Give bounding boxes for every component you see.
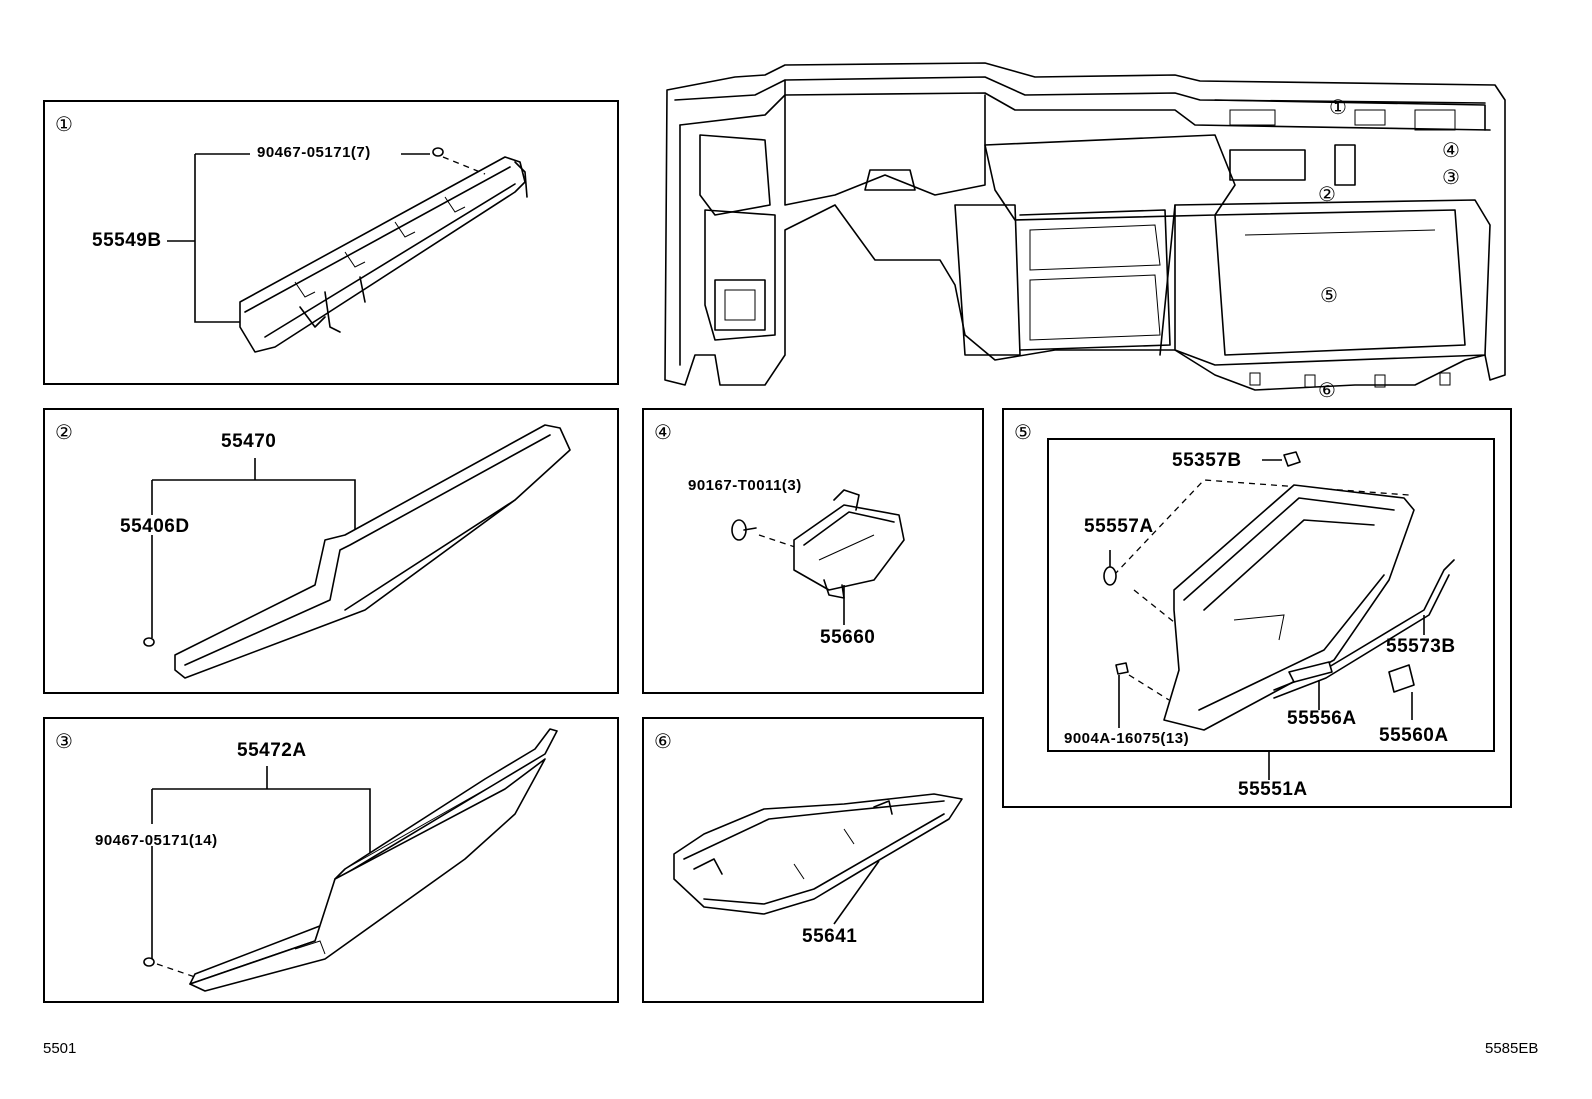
panel-4-label-b: 55660	[820, 627, 876, 648]
panel-5-label-a: 55357B	[1172, 450, 1242, 471]
panel-6-label-a: 55641	[802, 926, 858, 947]
panel-5-label-b: 55557A	[1084, 516, 1154, 537]
glovebox-subassembly-box	[1047, 438, 1495, 752]
panel-5-label-g: 55551A	[1238, 779, 1308, 800]
panel-1-label-b: 55549B	[92, 230, 162, 251]
footer-left-code: 5501	[43, 1040, 77, 1057]
panel-3-marker: ③	[55, 729, 73, 753]
panel-2-label-b: 55406D	[120, 516, 190, 537]
overview-marker-5: ⑤	[1320, 283, 1338, 307]
panel-2-drawing	[143, 424, 571, 679]
panel-3-label-b: 90467-05171(14)	[95, 832, 218, 849]
overview-marker-6: ⑥	[1318, 378, 1336, 402]
panel-6-marker: ⑥	[654, 729, 672, 753]
panel-5: ⑤ 55357B 55557A 55573B 55556	[1002, 408, 1512, 808]
panel-2-marker: ②	[55, 420, 73, 444]
overview-marker-3: ③	[1442, 165, 1460, 189]
panel-6-drawing	[673, 793, 963, 925]
panel-3: ③ 55472A 90467-05171(14)	[43, 717, 619, 1003]
panel-1-label-a: 90467-05171(7)	[257, 144, 371, 161]
panel-4-drawing	[731, 489, 905, 625]
panel-2-label-a: 55470	[221, 431, 277, 452]
panel-1-marker: ①	[55, 112, 73, 136]
panel-5-label-d: 55556A	[1287, 708, 1357, 729]
panel-1-drawing	[167, 147, 528, 353]
panel-2: ② 55470 55406D	[43, 408, 619, 694]
panel-4-label-a: 90167-T0011(3)	[688, 477, 802, 494]
overview-marker-2: ②	[1318, 182, 1336, 206]
panel-5-label-e: 55560A	[1379, 725, 1449, 746]
panel-3-drawing	[143, 728, 558, 992]
footer-right-code: 5585EB	[1485, 1040, 1539, 1057]
panel-5-label-c: 55573B	[1386, 636, 1456, 657]
panel-5-marker: ⑤	[1014, 420, 1032, 444]
panel-6: ⑥ 55641	[642, 717, 984, 1003]
panel-5-label-f: 9004A-16075(13)	[1064, 730, 1190, 747]
panel-1: ① 90467-05171(7) 55549B	[43, 100, 619, 385]
panel-4-marker: ④	[654, 420, 672, 444]
overview-drawing	[664, 62, 1506, 391]
panel-3-label-a: 55472A	[237, 740, 307, 761]
overview-marker-1: ①	[1329, 95, 1347, 119]
panel-5-drawing	[1103, 451, 1455, 780]
instrument-panel-overview: ① ② ③ ④ ⑤ ⑥	[655, 55, 1515, 400]
overview-marker-4: ④	[1442, 138, 1460, 162]
panel-4: ④ 90167-T0011(3) 55660	[642, 408, 984, 694]
